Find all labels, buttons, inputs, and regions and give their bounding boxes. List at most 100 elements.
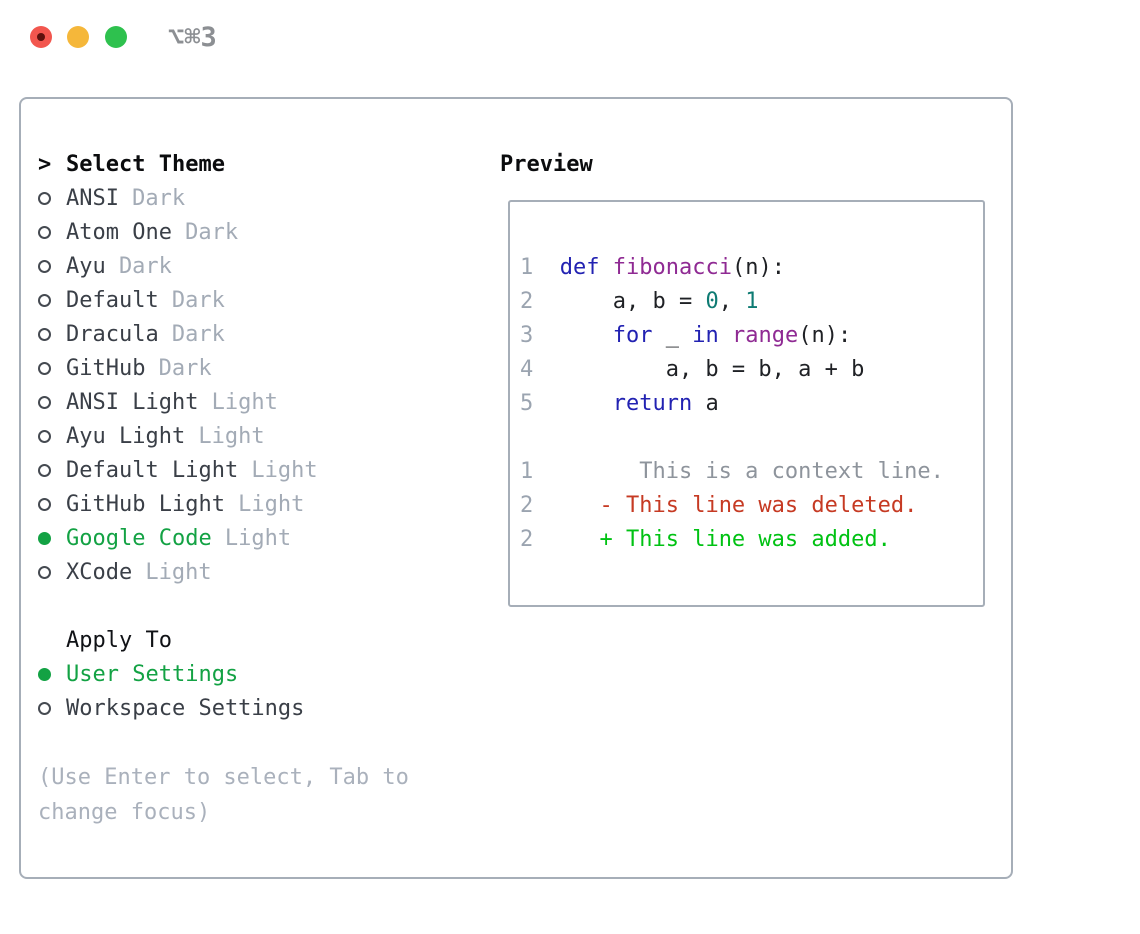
theme-list-header: > Select Theme <box>38 147 318 181</box>
apply-to-section: Apply To User Settings Workspace Setting… <box>38 623 304 725</box>
code-line: 4 a, b = b, a + b <box>520 353 983 387</box>
theme-option-ayu-dark[interactable]: Ayu Dark <box>38 249 318 283</box>
diff-deleted-line: 2 - This line was deleted. <box>520 489 983 523</box>
radio-icon <box>38 565 66 579</box>
radio-icon <box>38 259 66 273</box>
code-token: 2 <box>520 289 534 314</box>
code-token <box>600 255 613 280</box>
theme-variant: Light <box>238 491 305 517</box>
preview-box: 1 def fibonacci(n): 2 a, b = 0, 1 3 for … <box>508 200 985 607</box>
code-token: a, b = b, a + b <box>533 357 865 382</box>
theme-name: ANSI Light <box>66 389 199 415</box>
code-token <box>533 527 599 552</box>
radio-icon <box>38 225 66 239</box>
radio-icon <box>38 701 66 715</box>
theme-name: Ayu Light <box>66 423 186 449</box>
code-token: 2 <box>520 493 534 518</box>
code-token: This is a context line. <box>533 459 944 484</box>
diff-context-line: 1 This is a context line. <box>520 455 983 489</box>
theme-option-atom-one-dark[interactable]: Atom One Dark <box>38 215 318 249</box>
code-token: 3 <box>520 323 534 348</box>
theme-variant: Dark <box>118 253 172 279</box>
close-button[interactable] <box>30 26 52 48</box>
code-token: 4 <box>520 357 534 382</box>
theme-option-xcode-light[interactable]: XCode Light <box>38 555 318 589</box>
preview-title: Preview <box>500 151 593 177</box>
code-token: in <box>692 323 719 348</box>
radio-icon <box>38 293 66 307</box>
theme-variant: Light <box>224 525 292 551</box>
code-token: + This line was added. <box>599 527 891 552</box>
theme-name: ANSI <box>66 185 119 211</box>
theme-option-google-code-light[interactable]: Google Code Light <box>38 521 318 555</box>
radio-icon <box>38 327 66 341</box>
apply-option-label: User Settings <box>66 661 239 687</box>
code-token: for <box>612 323 653 348</box>
code-token: , <box>718 289 746 314</box>
theme-option-github-dark[interactable]: GitHub Dark <box>38 351 318 385</box>
code-line: 3 for _ in range(n): <box>520 319 983 353</box>
code-token: fibonacci <box>612 255 732 280</box>
minimize-button[interactable] <box>67 26 89 48</box>
code-token <box>719 323 732 348</box>
code-token <box>533 323 612 348</box>
theme-variant: Dark <box>185 219 239 245</box>
code-token: return <box>612 391 693 416</box>
radio-icon <box>38 497 66 511</box>
theme-variant: Light <box>251 457 318 483</box>
theme-list: > Select Theme ANSI Dark Atom One Dark A… <box>38 147 318 589</box>
blank-line <box>520 421 983 455</box>
code-token: 5 <box>520 391 534 416</box>
theme-variant: Dark <box>132 185 186 211</box>
theme-variant: Dark <box>171 287 225 313</box>
apply-option-user-settings[interactable]: User Settings <box>38 657 304 691</box>
code-token: 1 <box>745 289 759 314</box>
code-token: (n): <box>731 255 785 280</box>
code-token: 0 <box>705 289 719 314</box>
theme-option-ayu-light[interactable]: Ayu Light Light <box>38 419 318 453</box>
close-dot-icon <box>37 33 45 41</box>
theme-name: GitHub <box>66 355 146 381</box>
radio-icon <box>38 463 66 477</box>
code-token: a <box>692 391 719 416</box>
theme-name: XCode <box>66 559 133 585</box>
apply-to-header: Apply To <box>38 623 304 657</box>
theme-option-github-light[interactable]: GitHub Light Light <box>38 487 318 521</box>
radio-selected-icon <box>38 531 66 545</box>
theme-variant: Light <box>211 389 278 415</box>
code-token: def <box>559 255 600 280</box>
code-token: a, b = <box>533 289 706 314</box>
theme-option-dracula-dark[interactable]: Dracula Dark <box>38 317 318 351</box>
code-token: - This line was deleted. <box>599 493 918 518</box>
radio-icon <box>38 429 66 443</box>
theme-option-ansi-dark[interactable]: ANSI Dark <box>38 181 318 215</box>
theme-name: GitHub Light <box>66 491 225 517</box>
theme-name: Default <box>66 287 159 313</box>
theme-name: Google Code <box>66 525 212 551</box>
code-token <box>533 391 612 416</box>
theme-variant: Dark <box>158 355 212 381</box>
radio-icon <box>38 191 66 205</box>
code-token: _ <box>652 323 693 348</box>
theme-name: Atom One <box>66 219 172 245</box>
radio-icon <box>38 361 66 375</box>
theme-list-title: Select Theme <box>66 151 225 177</box>
theme-name: Ayu <box>66 253 106 279</box>
apply-option-workspace-settings[interactable]: Workspace Settings <box>38 691 304 725</box>
apply-option-label: Workspace Settings <box>66 695 305 721</box>
zoom-button[interactable] <box>105 26 127 48</box>
apply-to-title: Apply To <box>66 627 172 653</box>
radio-icon <box>38 395 66 409</box>
cursor-icon: > <box>38 151 52 177</box>
code-token: 1 <box>520 459 534 484</box>
code-token: 2 <box>520 527 534 552</box>
theme-dialog-panel: > Select Theme ANSI Dark Atom One Dark A… <box>19 97 1013 879</box>
theme-option-ansi-light[interactable]: ANSI Light Light <box>38 385 318 419</box>
theme-option-default-light[interactable]: Default Light Light <box>38 453 318 487</box>
code-token: (n): <box>798 323 852 348</box>
code-line: 5 return a <box>520 387 983 421</box>
theme-variant: Dark <box>171 321 225 347</box>
theme-option-default-dark[interactable]: Default Dark <box>38 283 318 317</box>
theme-variant: Light <box>145 559 212 585</box>
